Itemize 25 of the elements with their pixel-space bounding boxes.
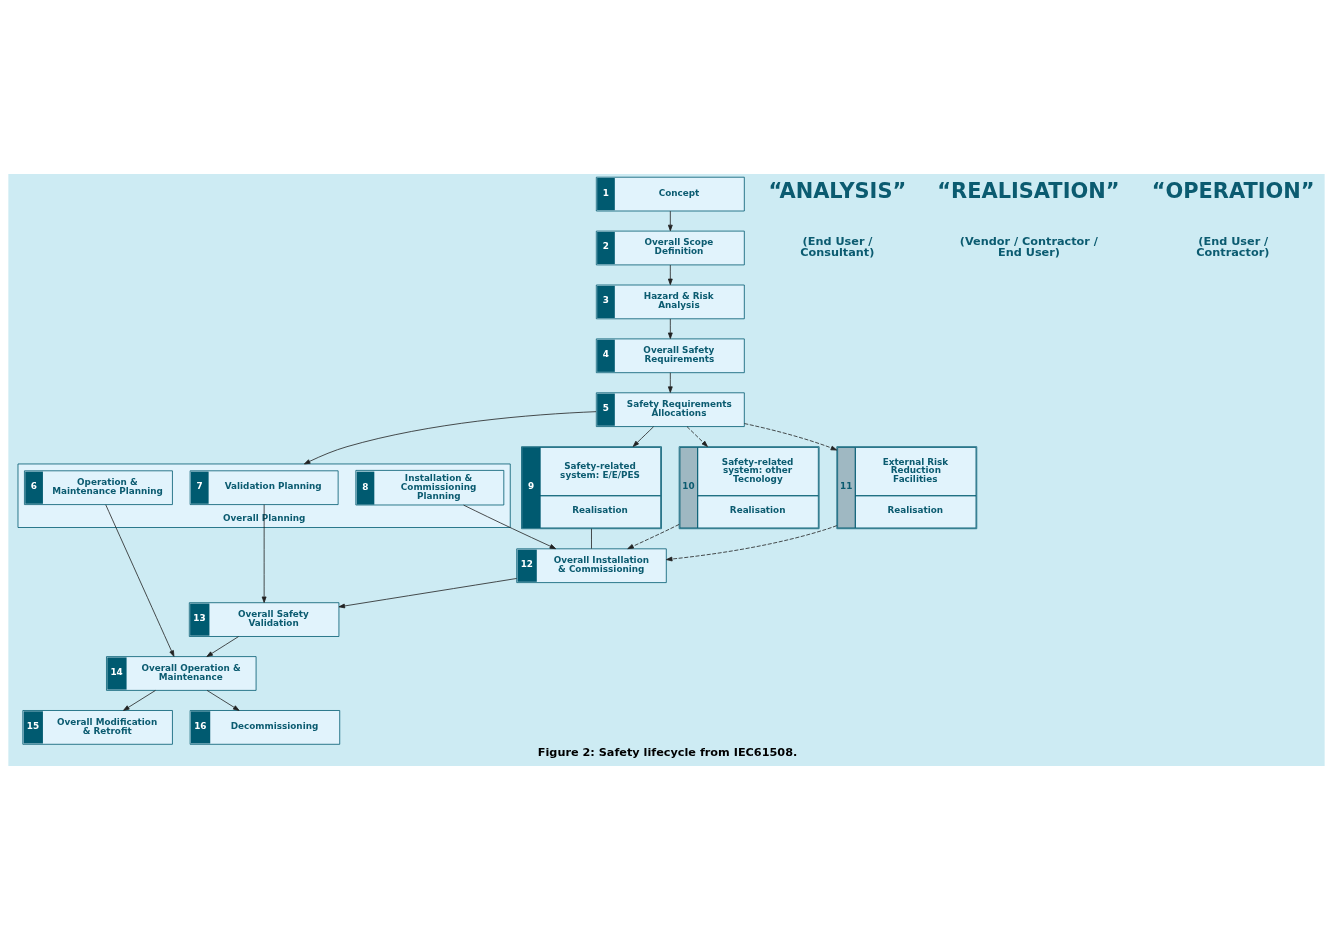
- arrow: [667, 318, 673, 339]
- label: (Vendor / Contractor / End User): [959, 234, 1098, 259]
- arrow: [632, 425, 654, 447]
- label: “ANALYSIS”: [768, 178, 907, 203]
- connector: [591, 527, 592, 549]
- arrow: [206, 689, 240, 711]
- arrow: [303, 410, 597, 464]
- arrow: [667, 371, 673, 393]
- arrow: [105, 503, 175, 657]
- label: (End User / Contractor): [1196, 234, 1270, 259]
- label: “REALISATION”: [937, 178, 1120, 203]
- arrow: [667, 210, 673, 231]
- arrow: [686, 425, 708, 447]
- arrow: [627, 523, 680, 549]
- label: (End User / Consultant): [800, 234, 875, 259]
- arrow: [667, 264, 673, 285]
- arrow: [206, 635, 239, 657]
- arrow: [261, 503, 267, 603]
- arrow: [666, 524, 838, 561]
- label: “OPERATION”: [1151, 178, 1315, 203]
- arrow: [744, 422, 838, 450]
- arrow: [123, 689, 156, 711]
- caption: Figure 2: Safety lifecycle from IEC61508.: [537, 745, 798, 759]
- arrow: [463, 504, 557, 549]
- arrow: [338, 577, 517, 608]
